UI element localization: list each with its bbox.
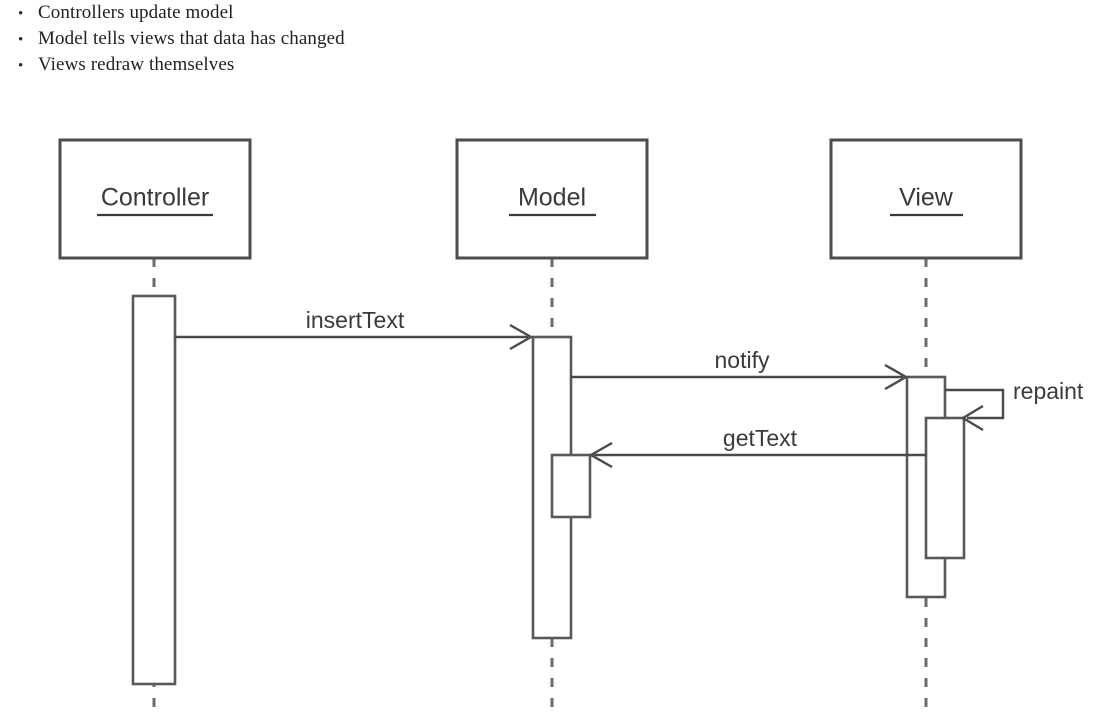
list-item-label: Controllers update model — [38, 2, 234, 23]
participant-label-controller: Controller — [101, 184, 209, 212]
participant-label-view: View — [899, 184, 954, 212]
list-item: • Views redraw themselves — [0, 52, 700, 78]
bullet-point-icon: • — [18, 32, 24, 48]
message-label-notify: notify — [715, 347, 770, 373]
message-label-gettext: getText — [723, 425, 798, 451]
participant-box-controller[interactable] — [58, 138, 252, 260]
message-arrowhead-repaint — [960, 404, 984, 432]
message-arrowhead-gettext — [588, 441, 613, 469]
participant-label-model: Model — [518, 184, 586, 212]
message-arrowhead-inserttext — [509, 323, 534, 351]
message-label-inserttext: insertText — [306, 307, 405, 333]
message-arrowhead-notify — [884, 363, 909, 391]
participant-box-model[interactable] — [455, 138, 649, 260]
message-label-repaint: repaint — [1013, 378, 1084, 404]
participant-box-view[interactable] — [829, 138, 1023, 260]
bullet-point-icon: • — [18, 6, 24, 22]
list-item-label: Model tells views that data has changed — [38, 28, 345, 49]
activation-bar-model-gettext — [550, 453, 592, 519]
bullet-list: • Controllers update model • Model tells… — [0, 0, 700, 78]
list-item: • Model tells views that data has change… — [0, 26, 700, 52]
message-line-repaint[interactable] — [945, 388, 1005, 420]
activation-bar-controller — [131, 294, 177, 686]
activation-bar-view-repaint — [924, 416, 966, 560]
bullet-point-icon: • — [18, 58, 24, 74]
list-item-label: Views redraw themselves — [38, 54, 235, 75]
list-item: • Controllers update model — [0, 0, 700, 26]
